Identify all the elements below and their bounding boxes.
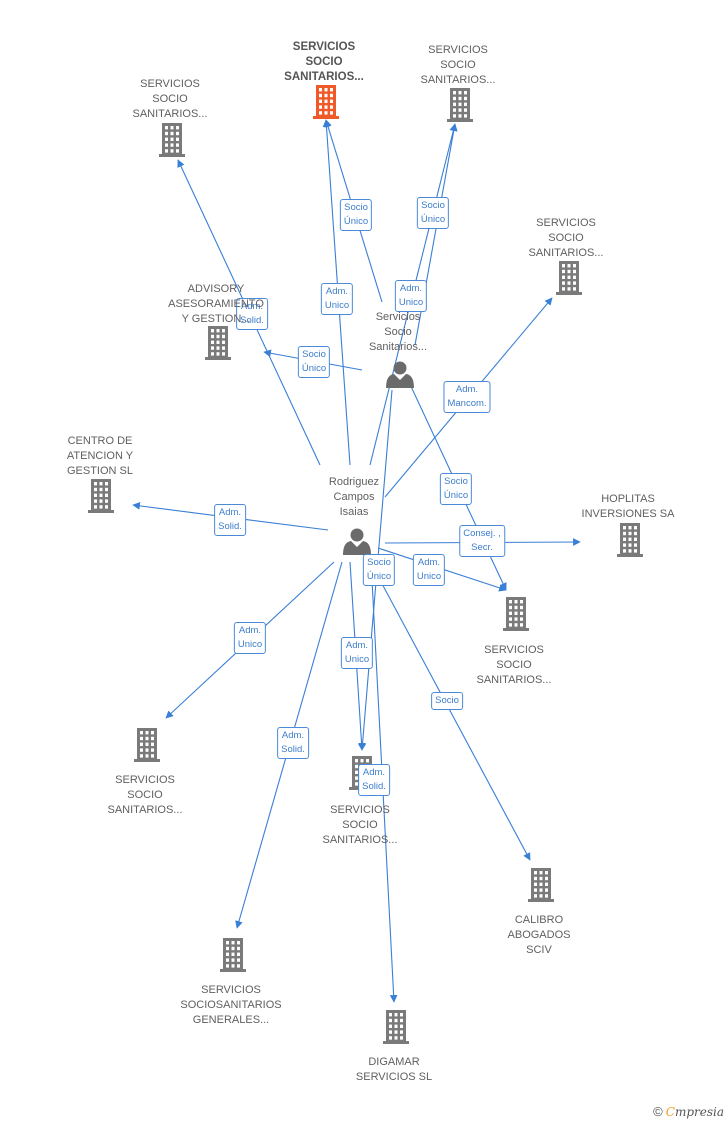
- person-icon: [386, 361, 414, 388]
- edge-label[interactable]: Consej. , Secr.: [459, 525, 505, 557]
- building-icon: [617, 523, 643, 557]
- building-icon: [383, 1010, 409, 1044]
- nodes-layer: [88, 85, 643, 1044]
- edge-label[interactable]: Adm. Solid.: [277, 727, 309, 759]
- building-icon: [159, 123, 185, 157]
- building-icon: [134, 728, 160, 762]
- building-icon: [220, 938, 246, 972]
- edge-label[interactable]: Adm. Mancom.: [443, 381, 491, 413]
- company-node-label[interactable]: SERVICIOS SOCIO SANITARIOS...: [107, 774, 183, 816]
- main-building-icon: [313, 85, 339, 119]
- company-node-label[interactable]: DIGAMAR SERVICIOS SL: [355, 1056, 433, 1083]
- building-icon: [205, 326, 231, 360]
- company-node-label[interactable]: SERVICIOS SOCIO SANITARIOS...: [420, 44, 496, 86]
- copyright-symbol: ©: [653, 1104, 663, 1119]
- edge-label[interactable]: Adm. Unico: [394, 280, 428, 312]
- edge-line-p_rodriguez-n_calibro: [379, 579, 531, 861]
- company-node-label[interactable]: SERVICIOS SOCIO SANITARIOS...: [476, 644, 552, 686]
- building-icon: [503, 597, 529, 631]
- company-node-label[interactable]: SERVICIOS SOCIO SANITARIOS...: [284, 41, 364, 83]
- company-node-label[interactable]: SERVICIOS SOCIO SANITARIOS...: [322, 804, 398, 846]
- edge-label[interactable]: Adm. Solid.: [214, 504, 246, 536]
- person-node-label[interactable]: Rodriguez Campos Isaias: [328, 476, 380, 518]
- edge-label[interactable]: Socio Único: [362, 554, 396, 586]
- edge-label[interactable]: Adm. Unico: [320, 283, 354, 315]
- edge-label[interactable]: Adm. Solid.: [358, 764, 390, 796]
- company-node-label[interactable]: SERVICIOS SOCIO SANITARIOS...: [528, 217, 604, 259]
- edge-label[interactable]: Socio Único: [439, 473, 473, 505]
- edge-label[interactable]: Adm. Unico: [412, 554, 446, 586]
- edge-label[interactable]: Adm. Unico: [340, 637, 374, 669]
- edge-label[interactable]: Socio Único: [416, 197, 450, 229]
- edge-label[interactable]: Adm. Solid.: [236, 298, 268, 330]
- building-icon: [556, 261, 582, 295]
- building-icon: [528, 868, 554, 902]
- company-node-label[interactable]: HOPLITAS INVERSIONES SA: [581, 493, 675, 520]
- person-node-label[interactable]: Servicios Socio Sanitarios...: [368, 311, 428, 353]
- building-icon: [447, 88, 473, 122]
- company-node-label[interactable]: CENTRO DE ATENCION Y GESTION SL: [66, 435, 134, 477]
- person-icon: [343, 528, 371, 555]
- edge-label[interactable]: Socio Único: [297, 346, 331, 378]
- company-node-label[interactable]: CALIBRO ABOGADOS SCIV: [507, 914, 571, 956]
- building-icon: [88, 479, 114, 513]
- company-node-label[interactable]: ADVISORY ASESORAMIENTO Y GESTION...: [168, 283, 264, 325]
- brand-logo-letter: C: [665, 1105, 675, 1119]
- company-node-label[interactable]: SERVICIOS SOCIO SANITARIOS...: [132, 78, 208, 120]
- brand-watermark: ©Cmpresia: [653, 1104, 724, 1119]
- edge-label[interactable]: Socio: [431, 692, 463, 710]
- edge-label[interactable]: Adm. Unico: [233, 622, 267, 654]
- company-node-label[interactable]: SERVICIOS SOCIOSANITARIOS GENERALES...: [180, 984, 282, 1026]
- edge-label[interactable]: Socio Único: [339, 199, 373, 231]
- brand-name: mpresia: [674, 1105, 724, 1119]
